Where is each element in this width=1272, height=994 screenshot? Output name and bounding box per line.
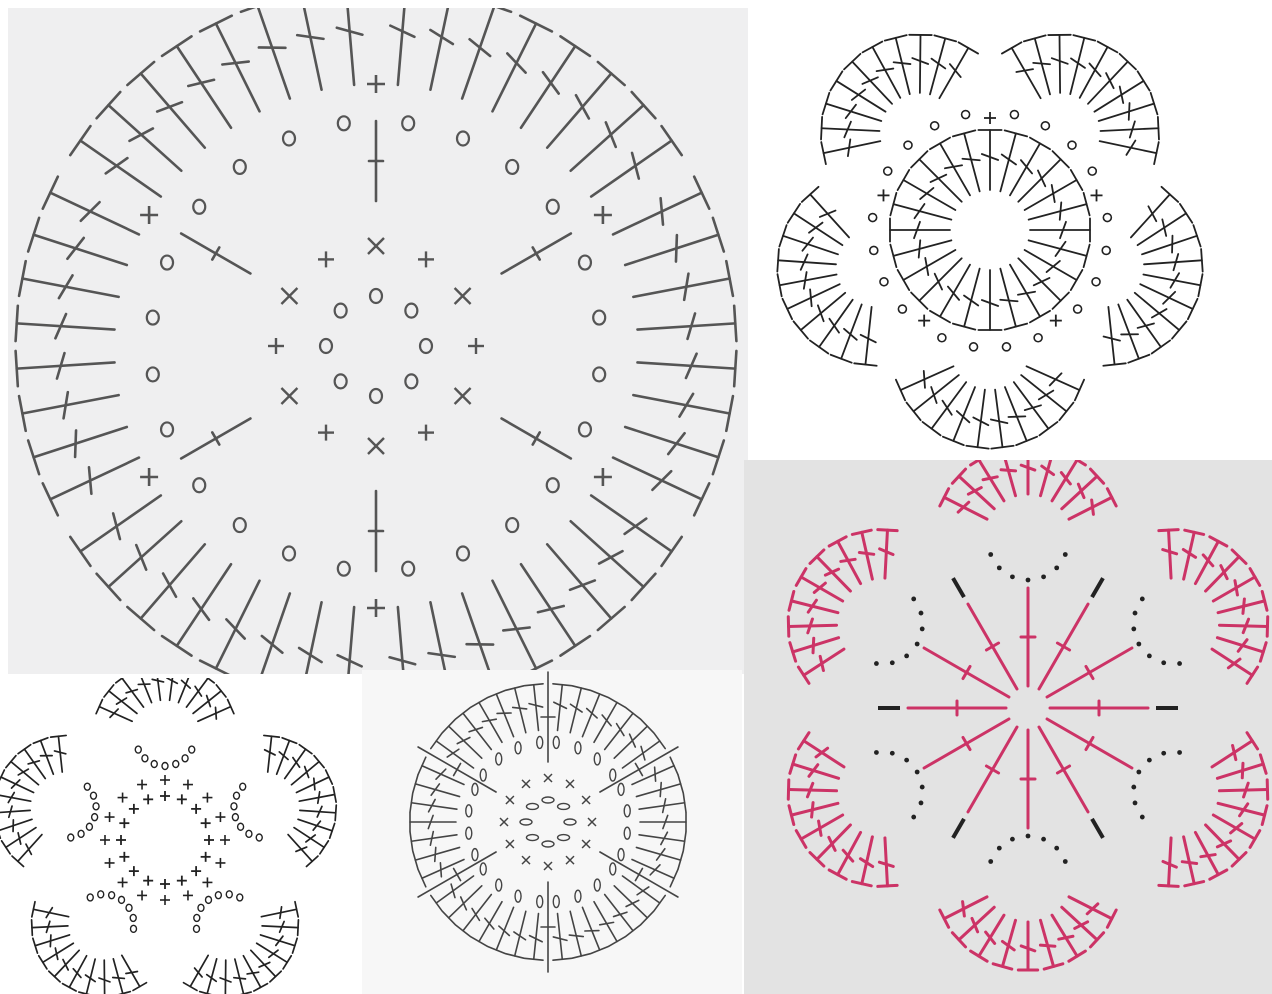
chain-dot-symbol — [997, 565, 1002, 570]
chain-dot-symbol — [911, 815, 916, 820]
chain-dot-symbol — [915, 770, 920, 775]
chain-dot-symbol — [1136, 770, 1141, 775]
crochet-chart-small-gray: 1 2 3 — [362, 670, 742, 994]
chain-dot-symbol — [911, 597, 916, 602]
chart-background — [8, 8, 748, 674]
chain-dot-symbol — [1177, 750, 1182, 755]
chain-dot-symbol — [904, 654, 909, 659]
chain-dot-symbol — [1133, 801, 1138, 806]
chain-dot-symbol — [1063, 552, 1068, 557]
crochet-chart-c-svg: 7 1 2 — [0, 678, 360, 994]
chain-dot-symbol — [1054, 565, 1059, 570]
chain-dot-symbol — [1161, 660, 1166, 665]
chain-dot-symbol — [1063, 859, 1068, 864]
chain-dot-symbol — [1131, 627, 1136, 632]
chain-dot-symbol — [1054, 846, 1059, 851]
chain-dot-symbol — [1136, 642, 1141, 647]
crochet-chart-b-svg: 10 — [752, 0, 1272, 455]
chain-dot-symbol — [1177, 661, 1182, 666]
chain-dot-symbol — [915, 642, 920, 647]
crochet-chart-d-svg: 1 2 3 — [362, 670, 742, 994]
crochet-chart-numbered-10: 10 — [752, 0, 1272, 455]
chain-dot-symbol — [988, 552, 993, 557]
chain-dot-symbol — [1010, 837, 1015, 842]
crochet-chart-e-svg: 1 2 3 — [744, 460, 1272, 994]
chain-dot-symbol — [1140, 815, 1145, 820]
crochet-chart-numbered-7: 7 1 2 — [0, 678, 360, 994]
chain-dot-symbol — [1147, 758, 1152, 763]
chain-dot-symbol — [890, 660, 895, 665]
chain-dot-symbol — [1026, 578, 1031, 583]
chain-dot-symbol — [1010, 574, 1015, 579]
chain-dot-symbol — [1026, 834, 1031, 839]
chain-dot-symbol — [1147, 654, 1152, 659]
chain-dot-symbol — [890, 751, 895, 756]
chain-dot-symbol — [919, 801, 924, 806]
chain-dot-symbol — [988, 859, 993, 864]
chain-dot-symbol — [1041, 574, 1046, 579]
chain-dot-symbol — [920, 627, 925, 632]
chain-dot-symbol — [920, 785, 925, 790]
crochet-chart-a-svg — [8, 8, 748, 674]
chain-dot-symbol — [1041, 837, 1046, 842]
chain-dot-symbol — [997, 846, 1002, 851]
crochet-chart-large-gray — [8, 8, 748, 674]
chain-dot-symbol — [1140, 597, 1145, 602]
chart-background — [362, 670, 742, 994]
chain-dot-symbol — [874, 750, 879, 755]
chain-dot-symbol — [919, 611, 924, 616]
crochet-chart-pink-flower: 1 2 3 — [744, 460, 1272, 994]
chain-dot-symbol — [1161, 751, 1166, 756]
chain-dot-symbol — [1131, 785, 1136, 790]
chain-dot-symbol — [904, 758, 909, 763]
chain-dot-symbol — [1133, 611, 1138, 616]
chain-dot-symbol — [874, 661, 879, 666]
